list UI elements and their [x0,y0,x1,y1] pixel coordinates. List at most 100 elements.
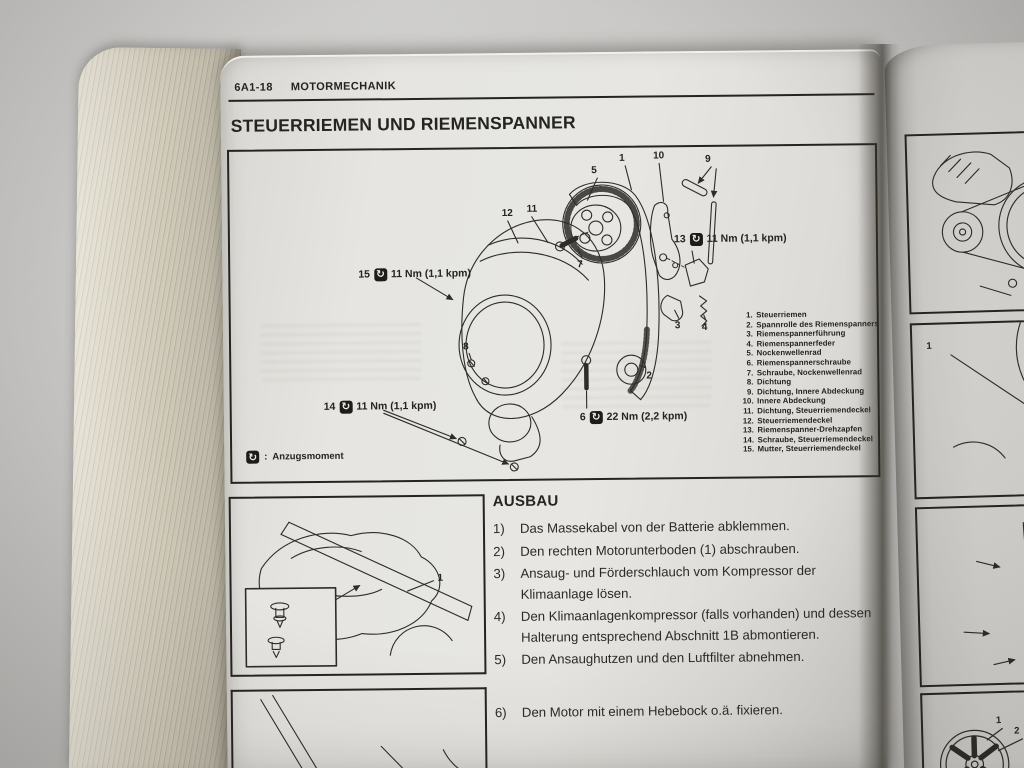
ausbau-step: 1) Das Massekabel von der Batterie abkle… [493,515,883,540]
step-number: 6) [494,705,507,721]
step-number: 1) [492,521,505,537]
part-number: 15. [743,444,755,454]
part-number: 9. [746,387,754,397]
torque-icon [246,450,260,464]
step-number: 3) [493,566,506,582]
drive-belt-art [932,151,1024,296]
part-number: 5. [746,348,754,358]
part-label-10: 10 [653,150,665,162]
legend-label: Anzugsmoment [272,450,344,463]
torque-icon [589,411,603,425]
torque-icon [689,232,703,247]
page-header: 6A1-18 MOTORMECHANIK [234,80,396,94]
part-label-15: 15 [358,268,371,281]
torque-icon [339,400,353,414]
part-label-1: 1 [619,152,625,164]
torque-icon [373,268,388,282]
torque-callout-14: 14 11 Nm (1,1 kpm) [324,400,437,414]
part-number: 13. [742,425,754,435]
part-label-11: 11 [526,203,538,215]
page-stack-edge [68,46,242,768]
part-label-3: 3 [674,320,681,332]
ausbau-step: 2) Den rechten Motorunterboden (1) absch… [493,538,883,563]
step-number: 2) [493,543,506,559]
right-page: 1 [884,40,1024,768]
part-label-5: 5 [591,165,597,177]
torque-callout-6: 6 22 Nm (2,2 kpm) [579,410,688,425]
torque-callout-15: 15 11 Nm (1,1 kpm) [358,267,471,282]
ausbau-step: 6) Den Motor mit einem Hebebock o.ä. fix… [495,699,885,724]
part-number: 1. [746,310,753,320]
legend-separator: : [264,451,268,463]
part-name: Dichtung, Steuerriemendeckel [757,405,871,416]
ausbau-step-6: 6) Den Motor mit einem Hebebock o.ä. fix… [495,699,885,726]
part-label-7: 7 [577,259,583,271]
part-name: Schraube, Nockenwellenrad [756,366,863,377]
partial-figure-art [260,694,483,768]
part-number: 8. [746,377,754,387]
right-panel-drive-belt [904,128,1024,315]
part-name: Dichtung [756,377,792,387]
parts-list: 1. Steuerriemen 2. Spannrolle des Riemen… [737,309,879,454]
underbody-label-1: 1 [437,572,444,584]
part-number: 14. [743,435,755,445]
part-name: Steuerriemen [756,309,807,320]
ausbau-section: AUSBAU 1) Das Massekabel von der Batteri… [493,489,885,673]
part-number: 3. [746,329,753,339]
partial-bottom-figure [230,687,489,768]
right-panel-timing-cover [914,501,1024,688]
step-text: Den Motor mit einem Hebebock o.ä. fixier… [521,702,783,720]
part-label-6: 6 [579,411,586,424]
part-label-14: 14 [323,401,336,414]
sprocket-art [939,727,1024,768]
page-code: 6A1-18 [234,81,273,94]
underbody-figure: 1 [228,494,487,677]
page-title: STEUERRIEMEN UND RIEMENSPANNER [230,112,576,136]
part-name: Dichtung, Innere Abdeckung [756,386,865,397]
step-text: Den Klimaanlagenkompressor (falls vorhan… [520,605,872,645]
part-number: 11. [743,406,754,416]
parts-list-item: 7. Schraube, Nockenwellenrad [737,367,875,378]
part-label-4: 4 [701,321,708,333]
torque-value: 11 Nm (1,1 kpm) [356,400,437,413]
underbody-art [244,521,473,668]
right-panel2-label-1: 1 [926,340,932,352]
part-number: 7. [746,367,754,378]
right-panel-crank-pulley: 1 [909,317,1024,500]
torque-legend: : Anzugsmoment [246,450,344,464]
part-number: 12. [742,415,754,426]
section-title: MOTORMECHANIK [290,80,397,94]
step-text: Den Ansaughutzen und den Luftfilter abne… [521,648,805,667]
part-number: 6. [746,358,754,368]
step-number: 5) [494,652,507,668]
part-name: Mutter, Steuerriemendeckel [757,443,861,454]
step-text: Den rechten Motorunterboden (1) abschrau… [520,540,800,559]
step-number: 4) [493,609,506,625]
left-page: 6A1-18 MOTORMECHANIK STEUERRIEMEN UND RI… [220,49,888,768]
torque-callout-13: 13 11 Nm (1,1 kpm) [673,232,787,247]
right-panel4-label-1: 1 [995,714,1002,727]
timing-cover-art [963,520,1024,675]
part-label-2: 2 [646,370,652,382]
crank-pulley-art [950,317,1024,459]
step-text: Ansaug- und Förderschlauch vom Kompresso… [520,562,816,602]
part-label-12: 12 [501,207,513,220]
torque-value: 11 Nm (1,1 kpm) [390,267,471,281]
part-number: 10. [742,396,754,406]
ausbau-step: 4) Den Klimaanlagenkompressor (falls vor… [494,603,884,648]
parts-list-item: 15. Mutter, Steuerriemendeckel [738,443,876,454]
right-panel4-label-2: 2 [1014,725,1020,737]
ausbau-step: 3) Ansaug- und Förderschlauch vom Kompre… [493,560,883,605]
part-label-9: 9 [705,153,711,165]
exploded-diagram-art [383,162,718,472]
header-rule [228,93,875,102]
part-label-8: 8 [463,341,469,353]
part-label-13: 13 [673,233,686,246]
torque-value: 22 Nm (2,2 kpm) [606,410,688,424]
part-number: 2. [746,320,753,330]
right-panel-sprocket: 1 2 [920,686,1024,768]
part-name: Riemenspannerfeder [756,338,836,349]
step-text: Das Massekabel von der Batterie abklemme… [519,518,790,536]
part-number: 4. [746,339,754,349]
